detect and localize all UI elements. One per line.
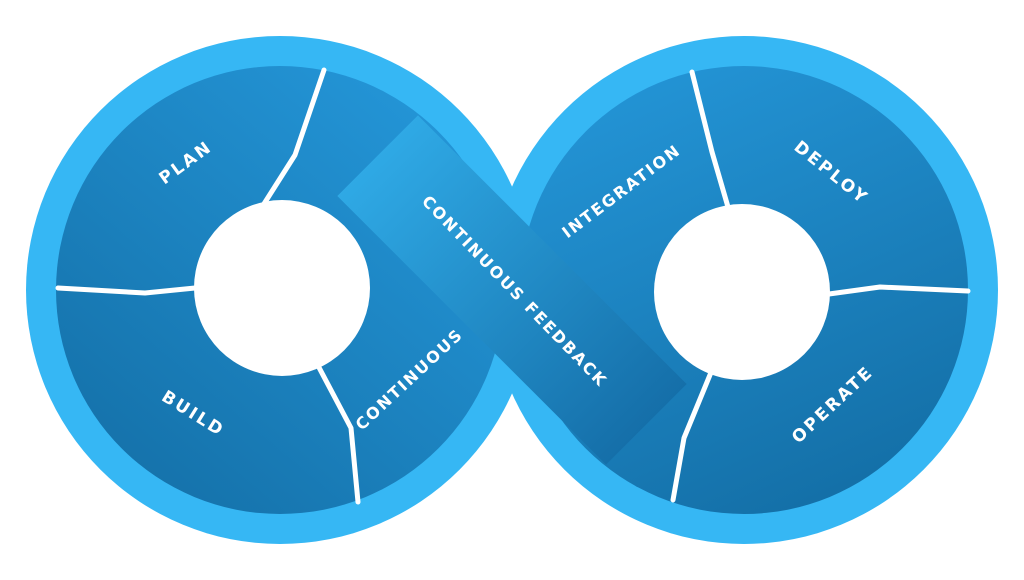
divider-plan-build: [55, 285, 198, 296]
divider-integration-deploy: [689, 69, 731, 210]
feedback-band: [337, 115, 687, 465]
divider-plan-integration: [259, 67, 327, 210]
right-loop-hole: [654, 204, 830, 380]
left-loop-hole: [194, 200, 370, 376]
divider-deploy-operate: [826, 284, 971, 297]
divider-operate-feedback: [670, 367, 715, 503]
divider-build-continuous: [311, 355, 361, 505]
